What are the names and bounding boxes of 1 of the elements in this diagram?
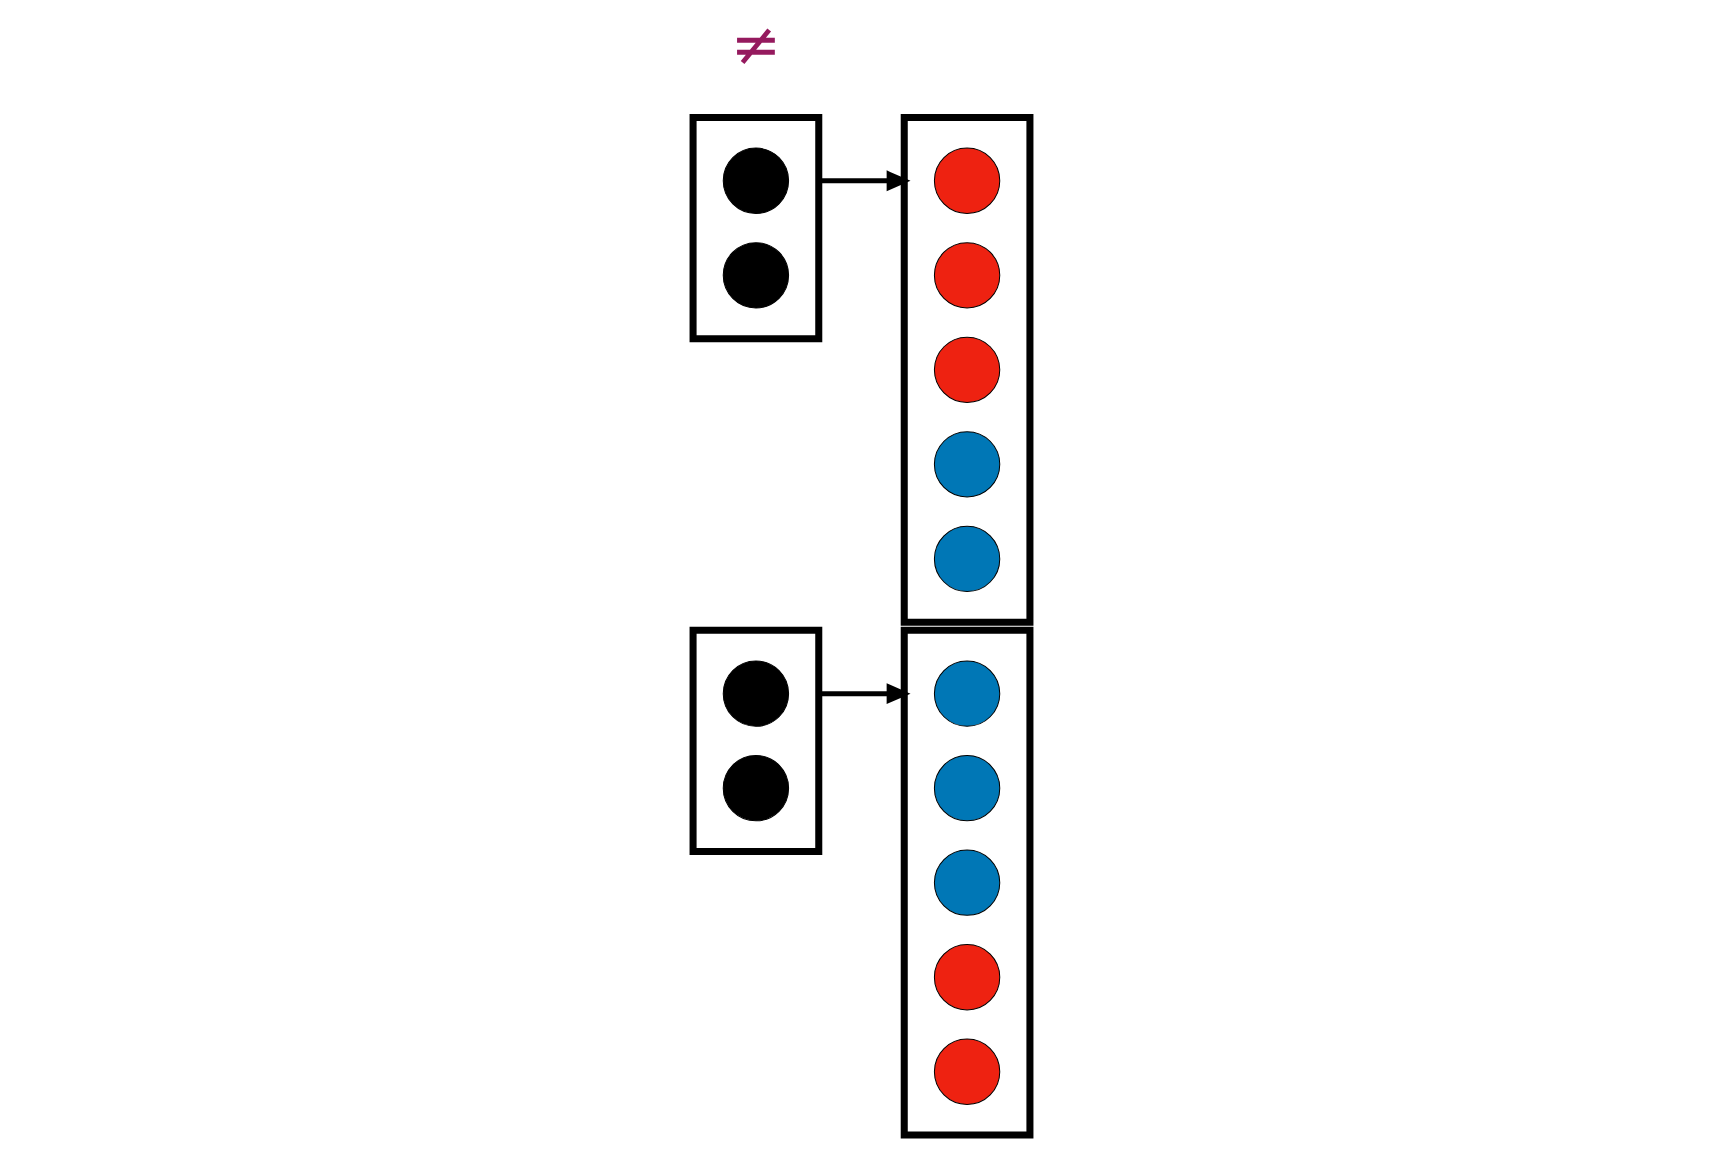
label: ≠ (730, 9, 782, 80)
